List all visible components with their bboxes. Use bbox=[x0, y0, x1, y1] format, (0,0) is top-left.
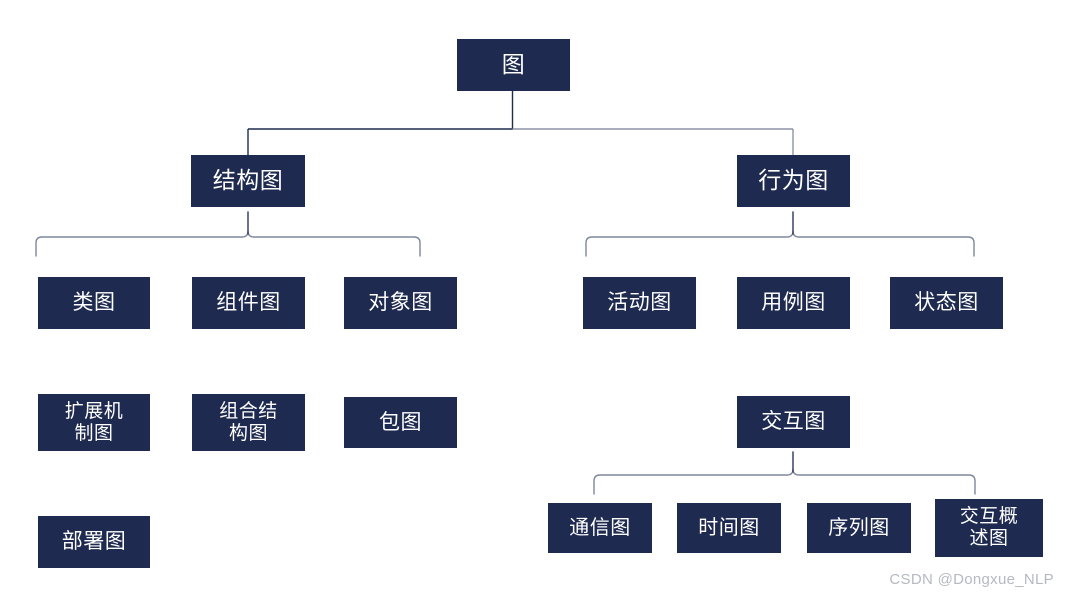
node-interaction-overview-diagram[interactable]: 交互概 述图 bbox=[935, 499, 1043, 557]
node-deployment-diagram[interactable]: 部署图 bbox=[38, 516, 150, 568]
node-structure-diagram[interactable]: 结构图 bbox=[191, 155, 305, 207]
node-activity-diagram[interactable]: 活动图 bbox=[583, 277, 696, 329]
node-class-diagram[interactable]: 类图 bbox=[38, 277, 150, 329]
watermark-text: CSDN @Dongxue_NLP bbox=[889, 571, 1054, 588]
node-composite-structure-diagram[interactable]: 组合结 构图 bbox=[192, 394, 305, 451]
node-communication-diagram[interactable]: 通信图 bbox=[548, 503, 652, 553]
node-interaction-diagram[interactable]: 交互图 bbox=[737, 396, 850, 448]
node-component-diagram[interactable]: 组件图 bbox=[192, 277, 305, 329]
node-state-diagram[interactable]: 状态图 bbox=[890, 277, 1003, 329]
bracket-structure bbox=[35, 230, 421, 257]
node-extension-mechanism-diagram[interactable]: 扩展机 制图 bbox=[38, 394, 150, 451]
bracket-behavior bbox=[585, 230, 975, 257]
node-object-diagram[interactable]: 对象图 bbox=[344, 277, 457, 329]
node-timing-diagram[interactable]: 时间图 bbox=[677, 503, 781, 553]
node-package-diagram[interactable]: 包图 bbox=[344, 397, 457, 448]
node-root[interactable]: 图 bbox=[457, 39, 570, 91]
node-usecase-diagram[interactable]: 用例图 bbox=[737, 277, 850, 329]
node-sequence-diagram[interactable]: 序列图 bbox=[807, 503, 911, 553]
bracket-interaction bbox=[593, 468, 976, 495]
node-behavior-diagram[interactable]: 行为图 bbox=[737, 155, 850, 207]
